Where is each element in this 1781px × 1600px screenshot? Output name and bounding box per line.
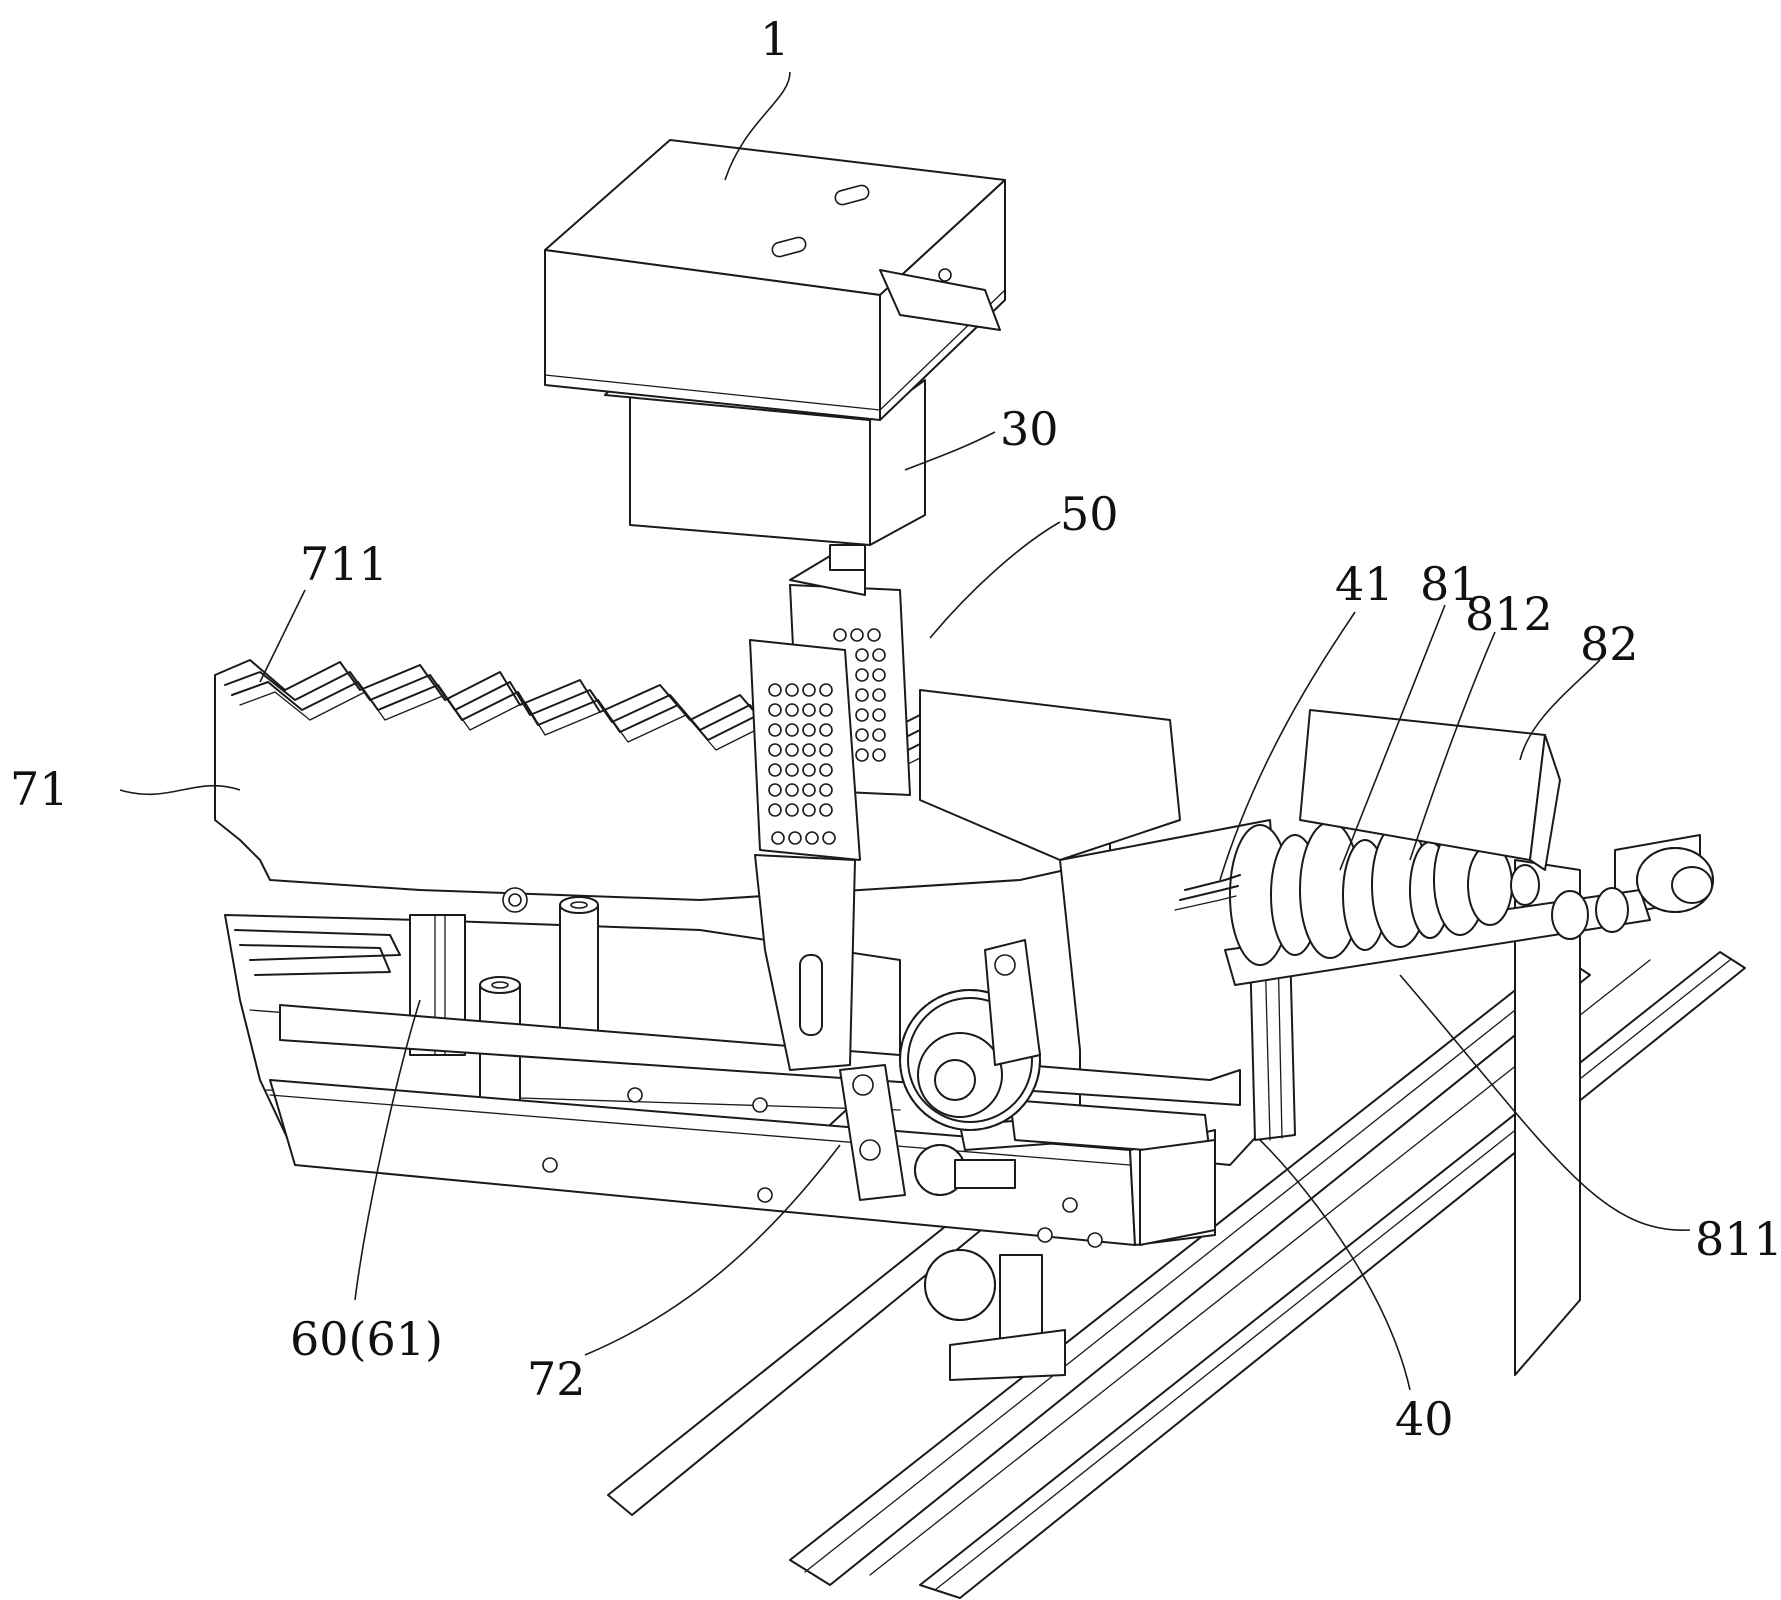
plate-assembly-50: [749, 555, 911, 1071]
gear-teeth: [899, 989, 1041, 1131]
leader-lines: [119, 71, 1691, 1391]
label-812: 812: [1465, 587, 1553, 641]
guide-41: [1174, 874, 1241, 911]
label-50: 50: [1060, 487, 1119, 541]
label-1: 1: [760, 12, 789, 66]
roller-shaft-81: [1224, 821, 1714, 986]
label-72: 72: [527, 1352, 586, 1406]
label-60-61: 60(61): [290, 1312, 443, 1366]
component-30: [604, 379, 926, 571]
label-81: 81: [1420, 557, 1479, 611]
perforation-holes: [768, 628, 886, 845]
label-82: 82: [1580, 617, 1639, 671]
reference-labels: 1 30 50 711 71 41 81 812 82 811 40 72 60…: [10, 12, 1781, 1446]
label-711: 711: [300, 537, 388, 591]
label-30: 30: [1000, 402, 1059, 456]
label-41: 41: [1335, 557, 1394, 611]
box-1: [544, 139, 1006, 421]
label-811: 811: [1695, 1212, 1781, 1266]
label-71: 71: [10, 762, 69, 816]
label-40: 40: [1395, 1392, 1454, 1446]
gear-assembly-72: [839, 939, 1041, 1321]
plate-82: [1299, 709, 1561, 871]
